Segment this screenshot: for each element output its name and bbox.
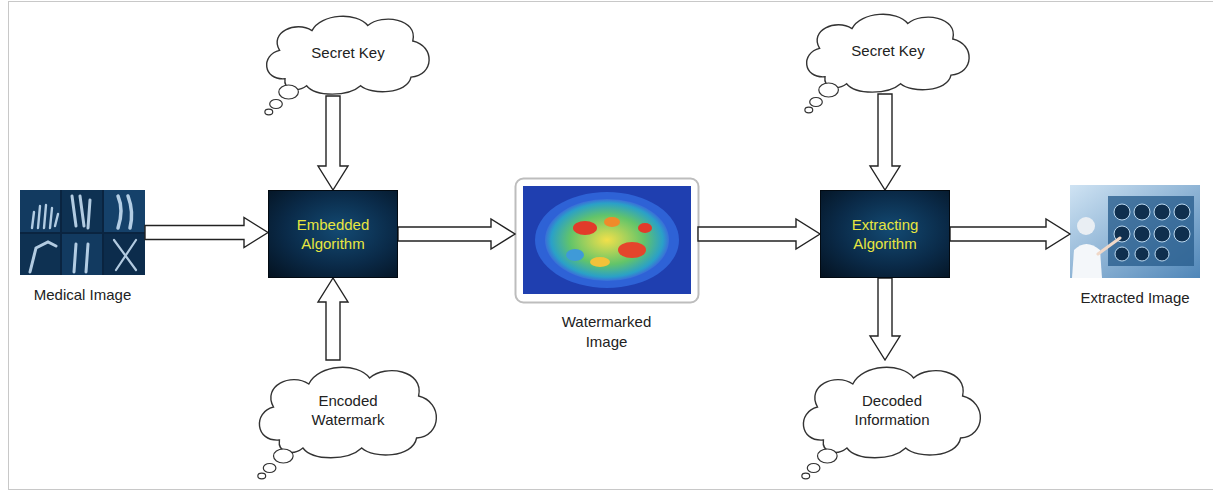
block-arrow: [870, 94, 900, 190]
image-node: Watermarked Image: [515, 178, 698, 302]
thought-cloud: Secret Key: [798, 8, 978, 94]
cloud-outline: [794, 360, 990, 460]
image-node: Extracted Image: [1070, 185, 1200, 278]
algorithm-box: Embedded Algorithm: [268, 190, 398, 278]
block-arrow: [318, 96, 348, 190]
image-caption: Extracted Image: [1080, 288, 1189, 308]
radiology-screen-photo: [1070, 185, 1200, 278]
block-arrow: [318, 278, 348, 360]
block-arrow: [950, 219, 1070, 249]
node-label: Secret Key: [851, 41, 924, 61]
node-label: Encoded Watermark: [300, 391, 396, 430]
thought-cloud: Secret Key: [258, 10, 438, 96]
heatmap-image: [516, 179, 699, 303]
block-arrow: [145, 218, 268, 248]
block-arrow: [698, 219, 820, 249]
node-label: Embedded Algorithm: [284, 215, 382, 254]
algorithm-box: Extracting Algorithm: [820, 190, 950, 278]
image-caption: Watermarked Image: [557, 312, 657, 351]
outer-frame: [9, 2, 1213, 490]
node-label: Secret Key: [311, 43, 384, 63]
thought-cloud: Decoded Information: [794, 360, 990, 460]
node-label: Extracting Algorithm: [836, 215, 934, 254]
node-label: Decoded Information: [844, 391, 940, 430]
block-arrow: [398, 219, 515, 249]
cloud-outline: [250, 360, 446, 460]
xray-collage: [20, 190, 145, 275]
block-arrow: [870, 278, 900, 360]
thought-cloud: Encoded Watermark: [250, 360, 446, 460]
image-node: Medical Image: [20, 190, 145, 275]
image-caption: Medical Image: [34, 285, 132, 305]
